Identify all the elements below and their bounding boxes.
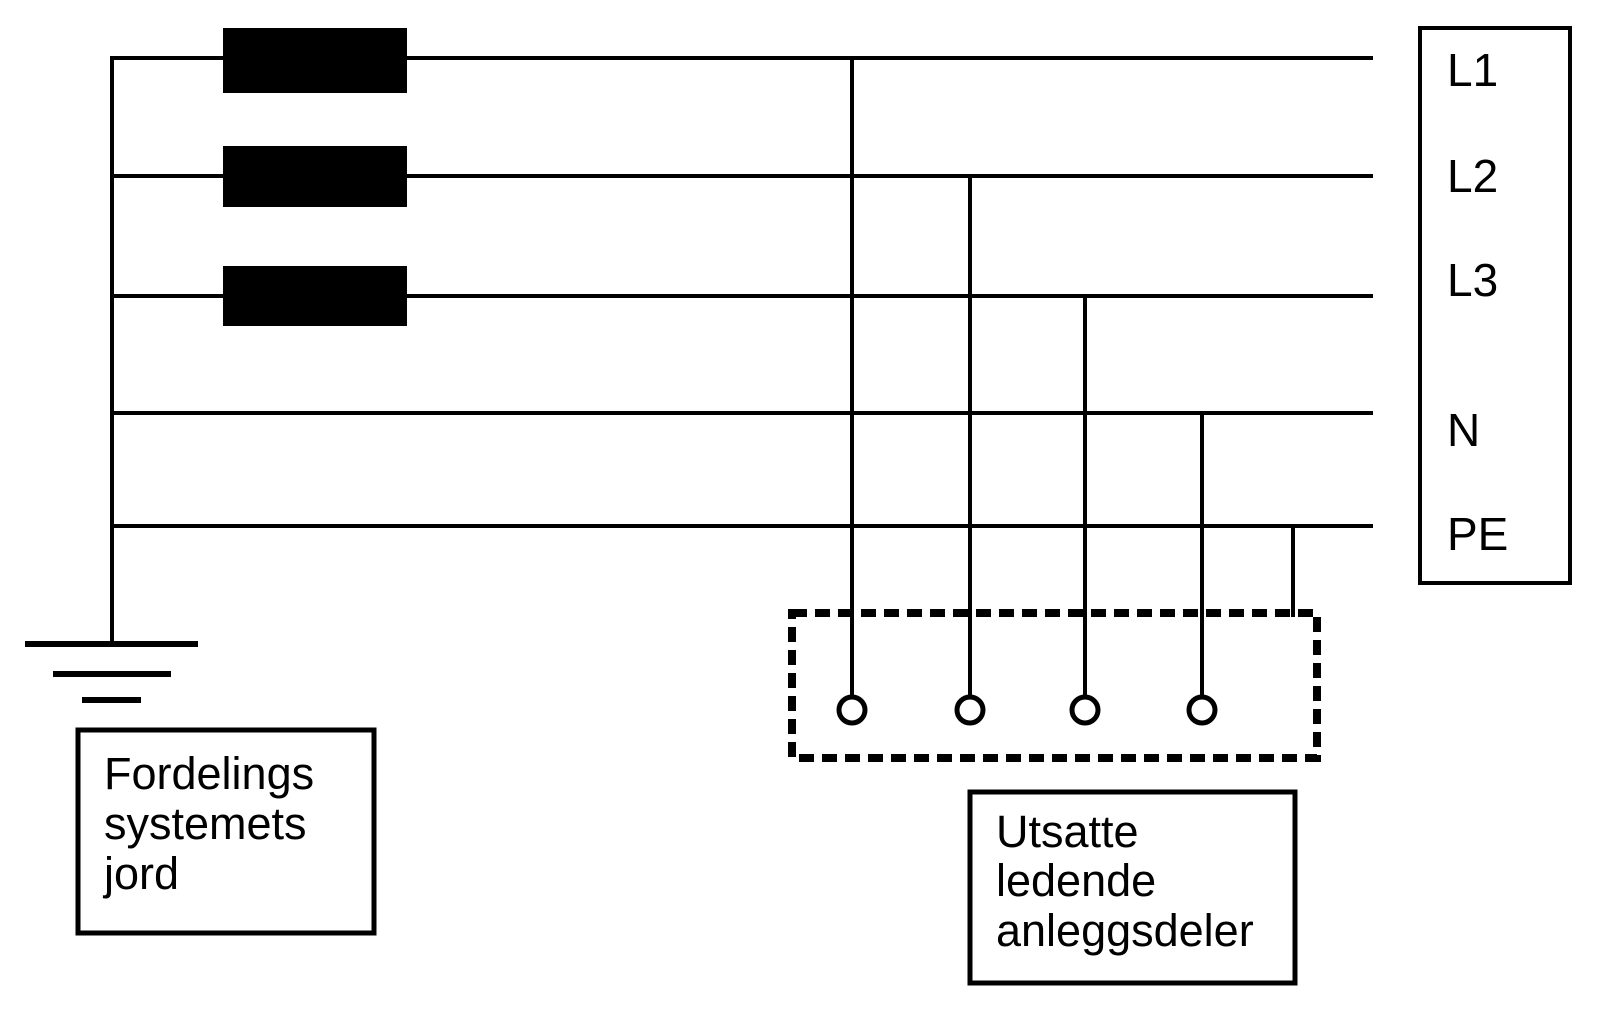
- terminal-label-l2: L2: [1447, 150, 1498, 202]
- earth-annotation-line-3: jord: [102, 848, 179, 899]
- exposed-parts-annotation-box: [967, 789, 1298, 986]
- exposed-parts-line-2: ledende: [996, 855, 1156, 906]
- terminal-label-n: N: [1447, 404, 1480, 456]
- exposed-parts-line-1: Utsatte: [996, 806, 1139, 857]
- terminal-circle-l1: [836, 694, 868, 726]
- earth-annotation-box: [75, 727, 377, 936]
- terminal-circle-l2: [954, 694, 986, 726]
- earth-annotation-line-2: systemets: [104, 798, 307, 849]
- terminal-label-box: [1418, 26, 1572, 585]
- earth-annotation-line-1: Fordelings: [104, 748, 314, 799]
- terminal-circle-n: [1186, 694, 1218, 726]
- winding-block-l1: [223, 28, 407, 93]
- earth-symbol: [25, 641, 198, 703]
- exposed-parts-enclosure: [788, 609, 1321, 762]
- exposed-parts-line-3: anleggsdeler: [996, 905, 1254, 956]
- winding-block-l2: [223, 146, 407, 207]
- terminal-circle-l3: [1069, 694, 1101, 726]
- winding-block-l3: [223, 266, 407, 326]
- terminal-label-l3: L3: [1447, 254, 1498, 306]
- terminal-label-pe: PE: [1447, 508, 1508, 560]
- terminal-label-l1: L1: [1447, 44, 1498, 96]
